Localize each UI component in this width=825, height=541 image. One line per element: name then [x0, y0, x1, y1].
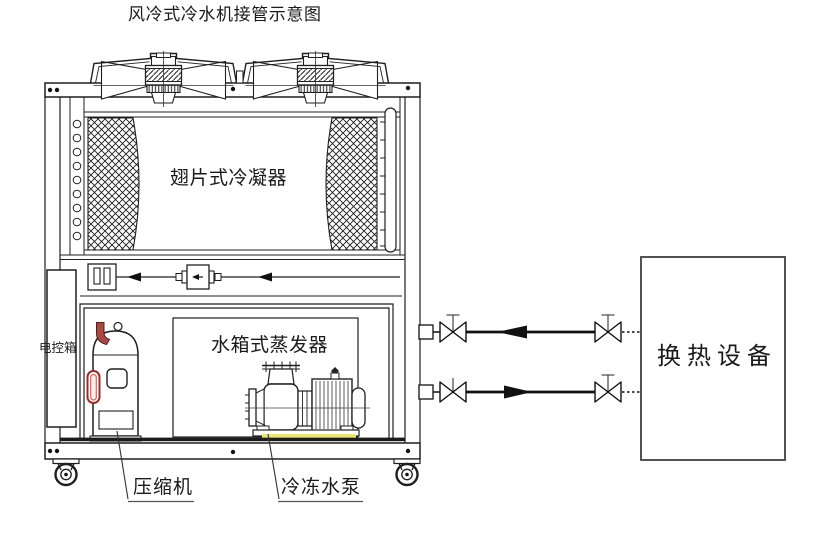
condenser-header-pipe	[380, 107, 397, 253]
compressor-leader-line	[116, 430, 129, 500]
pipe-connector	[418, 384, 434, 400]
flow-arrow-left-icon	[258, 272, 272, 282]
valve-icon	[439, 377, 467, 403]
valve-icon	[594, 314, 622, 343]
fan-shroud-joint	[236, 70, 244, 84]
valve-icon	[439, 314, 467, 343]
condenser-fins-right	[325, 117, 378, 251]
pump-base-highlight	[262, 434, 356, 438]
heat-exchanger-box	[640, 256, 786, 461]
flow-arrow-right-icon	[504, 385, 532, 399]
pump-icon	[245, 361, 370, 437]
caster-wheels	[51, 457, 422, 487]
heat-exchanger-label: 换热设备	[657, 344, 777, 370]
finned-condenser	[72, 107, 397, 253]
pipe-connector	[418, 324, 434, 340]
flow-arrow-left-icon	[127, 272, 141, 282]
caster-wheel-icon	[51, 457, 81, 487]
evaporator-label: 水箱式蒸发器	[211, 335, 329, 356]
machine-frame	[44, 82, 421, 460]
electric-control-box	[46, 269, 77, 428]
filter-drier-icon	[175, 264, 222, 290]
fan-icon	[241, 50, 390, 108]
condenser-label: 翅片式冷凝器	[170, 168, 288, 189]
leader-lines	[116, 430, 363, 503]
caster-wheel-icon	[392, 457, 422, 487]
fan-icon	[89, 50, 238, 108]
fan-icons	[89, 50, 390, 108]
condenser-fins-left	[87, 117, 140, 251]
pump-label: 冷冻水泵	[281, 477, 362, 498]
base-floor	[60, 437, 405, 442]
compressor-icon	[86, 321, 142, 442]
refrigerant-line	[87, 263, 400, 291]
return-pipe	[433, 325, 642, 339]
supply-pipe	[433, 385, 642, 399]
rivet-dots	[47, 85, 411, 455]
page-title: 风冷式冷水机接管示意图	[128, 5, 322, 24]
flow-arrow-left-icon	[497, 325, 527, 339]
valve-icon	[594, 374, 622, 403]
water-piping	[418, 314, 642, 403]
discharge-pipe	[96, 322, 111, 346]
control-box-label: 电控箱	[39, 341, 77, 355]
coil-return-bends	[72, 119, 82, 241]
compressor-label: 压缩机	[133, 477, 194, 498]
junction-box-icon	[87, 263, 117, 291]
pump-leader-line	[267, 433, 280, 500]
